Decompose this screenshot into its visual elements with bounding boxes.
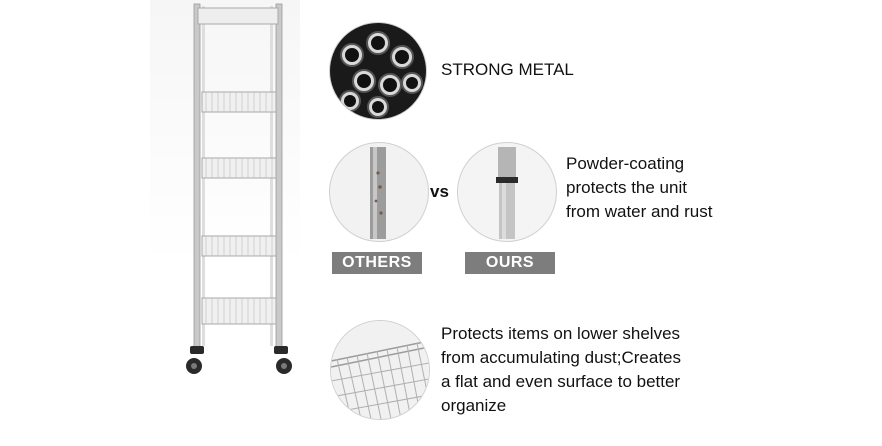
- vs-label: vs: [430, 182, 449, 201]
- others-pole-image: [329, 142, 429, 242]
- shelf-benefit-text: Protects items on lower shelves from acc…: [441, 324, 681, 415]
- product-image: [150, 0, 300, 441]
- metal-tubes-icon: [339, 31, 423, 118]
- uncoated-pole-icon: [370, 147, 386, 239]
- wire-shelf-closeup-icon: [331, 321, 429, 419]
- ours-pole-image: [457, 142, 557, 242]
- ours-badge: OURS: [465, 252, 555, 274]
- strong-metal-label: STRONG METAL: [441, 60, 574, 79]
- coated-pole-icon: [496, 147, 518, 239]
- powder-coating-text: Powder-coating protects the unit from wa…: [566, 154, 713, 221]
- shelf-closeup-image: [330, 320, 430, 420]
- metal-tubes-image: [329, 22, 427, 120]
- others-badge: OTHERS: [332, 252, 422, 274]
- wire-shelving-unit-icon: [186, 3, 292, 374]
